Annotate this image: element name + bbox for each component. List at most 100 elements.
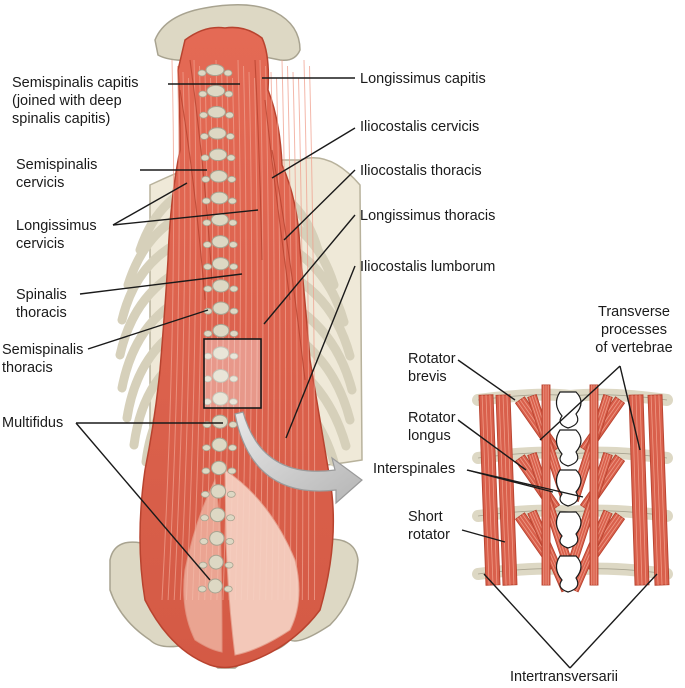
spinous-process [207,106,226,119]
label-semispinalis-cervicis: Semispinalis cervicis [16,157,98,191]
transverse-process-right [227,467,237,475]
spinous-process [207,578,223,594]
spinous-process [212,346,230,361]
transverse-process-right [224,561,234,569]
spinous-process [209,507,226,523]
transverse-process-right [223,585,233,593]
inset-fibre [498,395,507,586]
transverse-process-right [226,154,236,162]
inset-fibre [650,395,659,586]
spinous-process [211,414,229,429]
muscle-fibre [287,65,292,601]
spinous-process [211,460,227,476]
spinous-process [209,531,225,546]
transverse-process-left [198,90,208,98]
label-interspinales: Interspinales [373,461,456,477]
muscle-fibre [167,65,180,601]
transverse-process-left [203,285,213,293]
spinous-process [210,213,229,227]
transverse-process-left [203,330,213,338]
spinous-process [208,127,227,140]
muscle-striations [161,59,316,601]
inset-fibre [502,394,511,586]
transverse-process-left [200,514,209,522]
muscle-fibre [281,59,287,601]
inset-spinous-process [555,469,582,507]
label-short-rotator: Short rotator [408,509,450,543]
spinous-process [211,257,230,271]
zoom-box [203,338,262,409]
transverse-process-right [229,375,239,383]
label-rotator-brevis: Rotator brevis [408,351,456,385]
zoom-arrow [234,411,363,505]
spinous-process [212,301,230,315]
spinous-process [206,84,226,98]
muscle-fibre [161,59,175,601]
transverse-process-left [199,132,209,140]
spinous-process [208,554,224,570]
transverse-process-left [201,197,211,205]
label-rotator-longus: Rotator longus [408,410,456,444]
transverse-process-left [201,467,211,475]
transverse-process-right [223,69,233,77]
muscle-fibre [303,59,310,601]
muscle-fibre [192,65,202,601]
transverse-process-right [227,197,237,205]
vertebral-column [197,64,239,594]
muscle-fibre [298,77,304,601]
spinous-process [211,437,228,452]
label-longissimus-cervicis: Longissimus cervicis [16,218,97,252]
transverse-process-right [229,398,238,406]
label-iliocostalis-lumborum: Iliocostalis lumborum [360,259,496,275]
label-longissimus-capitis: Longissimus capitis [360,71,486,87]
transverse-process-right [226,490,236,498]
inset-fibre [481,395,490,586]
transverse-process-left [200,154,210,162]
label-iliocostalis-cervicis: Iliocostalis cervicis [360,119,480,135]
inset-fibre [639,394,647,585]
label-semispinalis-capitis: Semispinalis capitis (joined with deep s… [12,75,139,127]
inset-fibre [489,394,498,585]
transverse-process-left [202,219,212,227]
inset-spinous-process [555,429,582,467]
spinous-process [212,368,229,383]
transverse-process-left [200,490,210,498]
inset-fibre [506,394,515,585]
transverse-process-right [224,90,234,98]
inset-spinous-process [555,511,582,549]
thoracolumbar-fascia [224,469,300,656]
spinous-process [208,148,228,162]
transverse-process-left [198,561,208,569]
label-intertransversarii: Intertransversarii [510,669,618,685]
inset-fibre [635,394,643,586]
transverse-process-right [225,111,234,119]
spinous-process [212,323,230,338]
transverse-process-left [202,241,212,249]
label-semispinalis-thoracis: Semispinalis thoracis [2,342,84,376]
spinous-process [210,484,227,499]
transverse-process-right [225,537,235,545]
muscle-fibre [309,65,316,601]
transverse-process-right [226,514,235,522]
transverse-process-right [229,285,239,293]
inset-spinous-process [555,391,582,429]
label-iliocostalis-thoracis: Iliocostalis thoracis [360,163,482,179]
transverse-process-left [201,175,211,183]
transverse-process-right [228,219,238,227]
inset-muscles [478,384,670,593]
transverse-process-right [227,175,237,183]
transverse-process-left [197,69,207,77]
inset-spinous-process [555,555,582,593]
transverse-process-left [203,263,213,271]
transverse-process-left [199,537,209,545]
label-multifidus: Multifidus [2,415,64,431]
leader-lines [75,77,658,669]
transverse-process-right [229,263,239,271]
transverse-process-left [202,444,211,452]
spinous-process [212,391,229,406]
muscle-fibre [292,71,298,601]
inset-fibre [631,395,639,586]
inset-fibre [485,394,494,586]
detail-inset [472,384,673,593]
